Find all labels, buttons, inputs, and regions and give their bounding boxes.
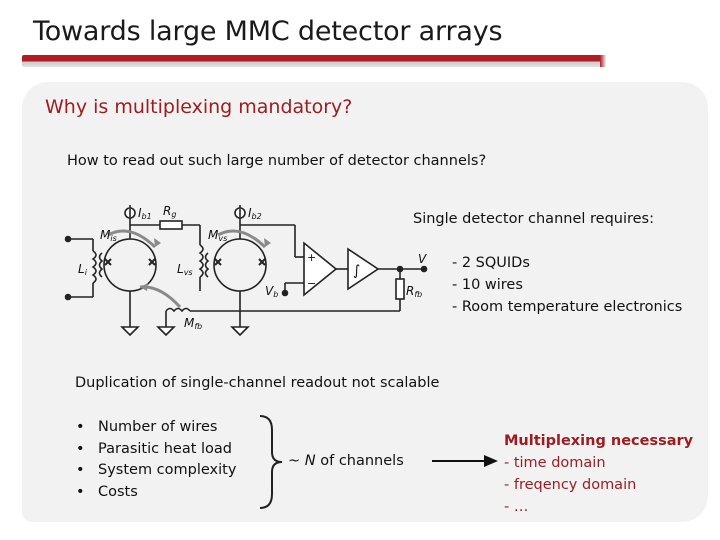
label-mis: M	[100, 228, 111, 242]
label-ib1: I	[138, 206, 142, 220]
question-text: How to read out such large number of det…	[67, 153, 487, 169]
svg-text:Lvs: Lvs	[177, 262, 193, 277]
label-ib1-sub: b1	[142, 212, 152, 221]
conclusion-list: Multiplexing necessary - time domain - f…	[504, 430, 693, 518]
svg-text:Rg: Rg	[163, 204, 176, 219]
right-arrow-icon	[432, 455, 498, 467]
label-li: L	[78, 262, 85, 276]
svg-text:Ib2: Ib2	[248, 206, 262, 221]
label-mvs: M	[208, 228, 219, 242]
duplication-statement: Duplication of single-channel readout no…	[75, 375, 440, 391]
label-rfb: R	[406, 284, 414, 298]
label-mvs-sub: vs	[218, 234, 227, 243]
requirement-item: - 10 wires	[452, 277, 523, 293]
list-item: Costs	[76, 482, 236, 504]
requirements-list: - 2 SQUIDs - 10 wires - Room temperature…	[452, 252, 682, 318]
svg-text:Li: Li	[78, 262, 88, 277]
requirement-item: - Room temperature electronics	[452, 299, 683, 315]
label-lvs: L	[177, 262, 184, 276]
svg-text:Ib1: Ib1	[138, 206, 152, 221]
label-ib2-sub: b2	[252, 212, 262, 221]
label-vb-sub: b	[273, 290, 278, 299]
label-rfb-sub: fb	[414, 290, 422, 299]
scaling-prefix: ~	[288, 453, 305, 469]
label-li-sub: i	[85, 268, 88, 277]
conclusion-item: - freqency domain	[504, 477, 637, 493]
label-ib2: I	[248, 206, 252, 220]
label-v: V	[418, 252, 427, 266]
label-mis-sub: is	[110, 234, 116, 243]
requirement-item: - 2 SQUIDs	[452, 255, 530, 271]
conclusion-item: - …	[504, 499, 529, 515]
label-plus: +	[307, 251, 316, 264]
requirements-heading: Single detector channel requires:	[413, 211, 654, 227]
label-mfb: M	[184, 316, 195, 330]
label-integrator: ∫	[353, 263, 360, 279]
list-item: System complexity	[76, 460, 236, 482]
right-brace	[259, 415, 283, 509]
list-item: Number of wires	[76, 417, 236, 439]
scaling-text: ~ N of channels	[288, 453, 404, 469]
title-underline-bar	[22, 55, 606, 67]
label-minus: −	[307, 277, 316, 290]
label-lvs-sub: vs	[184, 268, 193, 277]
conclusion-item: - time domain	[504, 455, 606, 471]
slide-title: Towards large MMC detector arrays	[33, 16, 503, 47]
scaling-n: N	[304, 453, 316, 469]
label-rg-sub: g	[171, 210, 176, 219]
svg-text:Mfb: Mfb	[184, 316, 202, 331]
svg-text:Vb: Vb	[265, 284, 278, 299]
list-item: Parasitic heat load	[76, 439, 236, 461]
conclusion-heading: Multiplexing necessary	[504, 433, 694, 449]
scaling-suffix: of channels	[315, 453, 404, 469]
svg-text:Mis: Mis	[100, 228, 117, 243]
label-rg: R	[163, 204, 171, 218]
slide-subtitle: Why is multiplexing mandatory?	[45, 96, 353, 118]
svg-text:Rfb: Rfb	[406, 284, 422, 299]
scaling-issues-list: Number of wires Parasitic heat load Syst…	[76, 417, 236, 503]
label-mfb-sub: fb	[194, 322, 202, 331]
squid-readout-circuit-diagram: Ib1 Rg Mis Li Lvs Ib2 Mvs Vb V Rfb Mfb +…	[64, 204, 428, 337]
label-vb: V	[265, 284, 274, 298]
svg-text:Mvs: Mvs	[208, 228, 227, 243]
